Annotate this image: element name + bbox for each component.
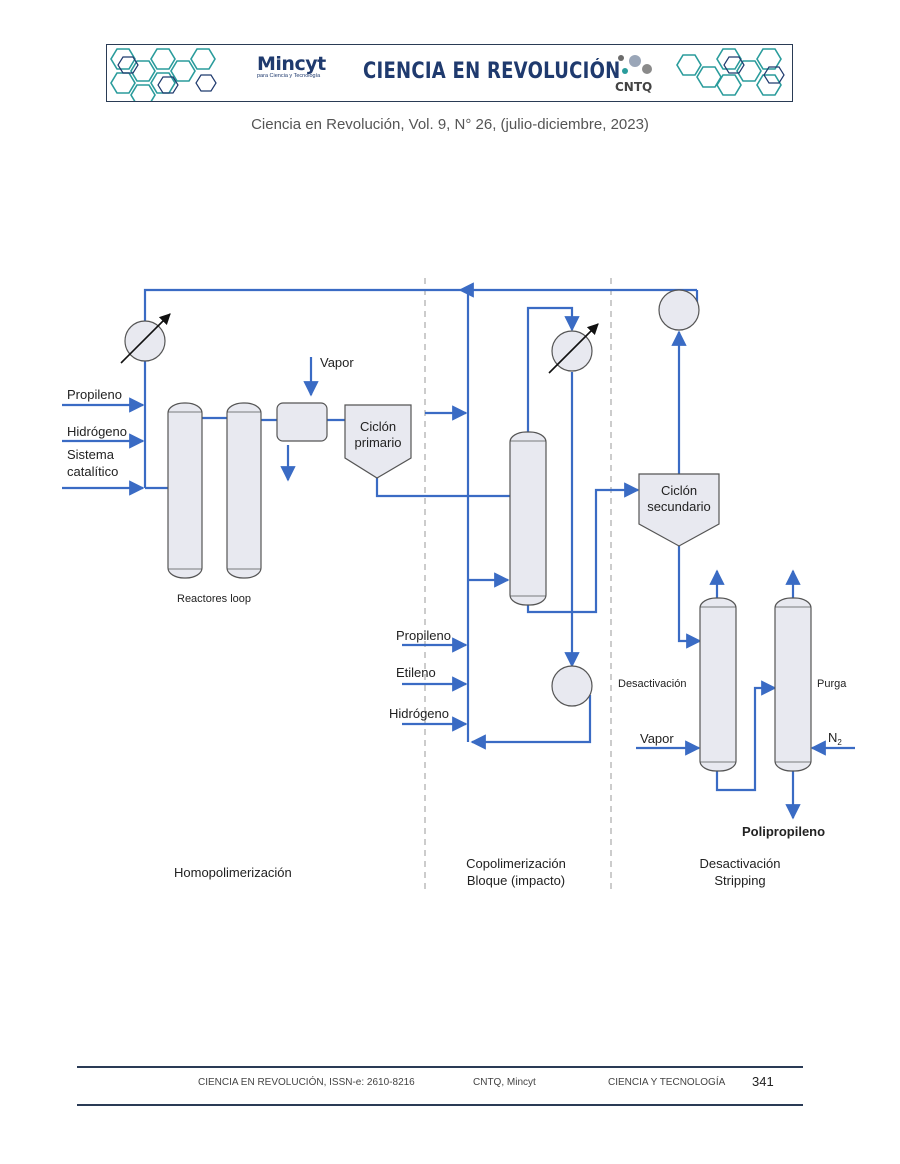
footer-org: CNTQ, Mincyt: [473, 1077, 536, 1088]
footer-area: CIENCIA Y TECNOLOGÍA: [608, 1077, 726, 1088]
mincyt-logo: Mincyt para Ciencia y Tecnología: [257, 53, 337, 97]
process-lines: [62, 282, 855, 820]
cntq-logo: CNTQ: [611, 51, 657, 97]
label-propileno-mid: Propileno: [396, 628, 451, 643]
desactivation-vessel: [699, 597, 737, 772]
label-ciclon-primario-2: primario: [355, 435, 402, 450]
reactor-loop-2: [226, 402, 262, 579]
vessels: [167, 402, 812, 772]
header-banner: Mincyt para Ciencia y Tecnología CIENCIA…: [106, 44, 793, 102]
section-homopolimerizacion: Homopolimerización: [174, 865, 292, 880]
footer-line-bottom: [77, 1104, 803, 1106]
copolymer-reactor: [509, 431, 547, 606]
label-catalitico: catalítico: [67, 464, 118, 479]
page-number: 341: [752, 1074, 774, 1089]
hexagon-pattern-left-icon: [110, 48, 217, 101]
label-propileno-left: Propileno: [67, 387, 122, 402]
heat-exchanger-left-icon: [124, 320, 166, 362]
mincyt-logo-text: Mincyt: [257, 53, 326, 75]
section-separators: [424, 278, 612, 890]
label-polipropileno: Polipropileno: [742, 824, 825, 839]
section-copolimerizacion-2: Bloque (impacto): [467, 873, 565, 888]
blower-right-icon: [658, 289, 700, 331]
purge-vessel: [774, 597, 812, 772]
exchanger-arrows: [120, 313, 599, 374]
label-vapor-right: Vapor: [640, 731, 674, 746]
label-n2-main: N: [828, 730, 837, 745]
mincyt-tagline: para Ciencia y Tecnología: [257, 73, 321, 79]
label-ciclon-primario-1: Ciclón: [360, 419, 396, 434]
cntq-molecule-icon: CNTQ: [615, 55, 652, 94]
label-hidrogeno-left: Hidrógeno: [67, 424, 127, 439]
flash-vessel: [276, 402, 328, 442]
section-desactivacion-1: Desactivación: [700, 856, 781, 871]
label-hidrogeno-mid: Hidrógeno: [389, 706, 449, 721]
label-n2-sub: 2: [837, 738, 842, 747]
label-reactores-loop: Reactores loop: [177, 593, 251, 605]
section-desactivacion-2: Stripping: [714, 873, 765, 888]
label-purga: Purga: [817, 678, 847, 690]
issue-subtitle: Ciencia en Revolución, Vol. 9, N° 26, (j…: [251, 116, 649, 133]
reactor-loop-1: [167, 402, 203, 579]
label-desactivacion: Desactivación: [618, 678, 686, 690]
label-ciclon-secundario-1: Ciclón: [661, 483, 697, 498]
footer-line-top: [77, 1066, 803, 1068]
label-ciclon-secundario-2: secundario: [647, 499, 711, 514]
section-copolimerizacion-1: Copolimerización: [466, 856, 566, 871]
label-sistema: Sistema: [67, 447, 115, 462]
hexagon-pattern-right-icon: [676, 48, 785, 96]
cyclone-secondary: [638, 473, 720, 547]
label-vapor-top: Vapor: [320, 355, 354, 370]
cyclone-primary: [344, 404, 412, 479]
cntq-logo-text: CNTQ: [615, 80, 652, 94]
pump-mid-icon: [551, 665, 593, 707]
footer-journal: CIENCIA EN REVOLUCIÓN, ISSN-e: 2610-8216: [198, 1077, 415, 1088]
label-n2: N2: [828, 730, 842, 747]
label-etileno-mid: Etileno: [396, 665, 436, 680]
exchangers: [124, 289, 700, 707]
journal-title: CIENCIA EN REVOLUCIÓN: [363, 59, 621, 84]
